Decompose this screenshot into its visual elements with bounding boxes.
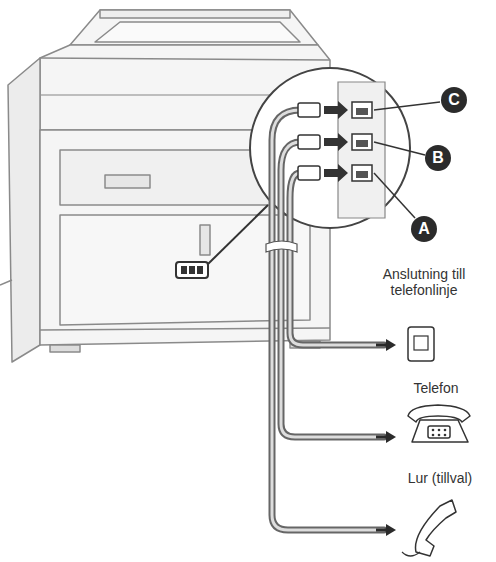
callout-circle: A <box>411 216 437 242</box>
device-label: Telefon <box>391 380 481 396</box>
callout-letter: A <box>418 221 430 237</box>
callout-letter: C <box>448 92 460 108</box>
callout-letter: B <box>432 150 444 166</box>
callout-circle: C <box>441 87 467 113</box>
callout-circle: B <box>425 145 451 171</box>
device-label: Lur (tillval) <box>390 470 490 486</box>
device-label: Anslutning till telefonlinje <box>365 266 483 298</box>
